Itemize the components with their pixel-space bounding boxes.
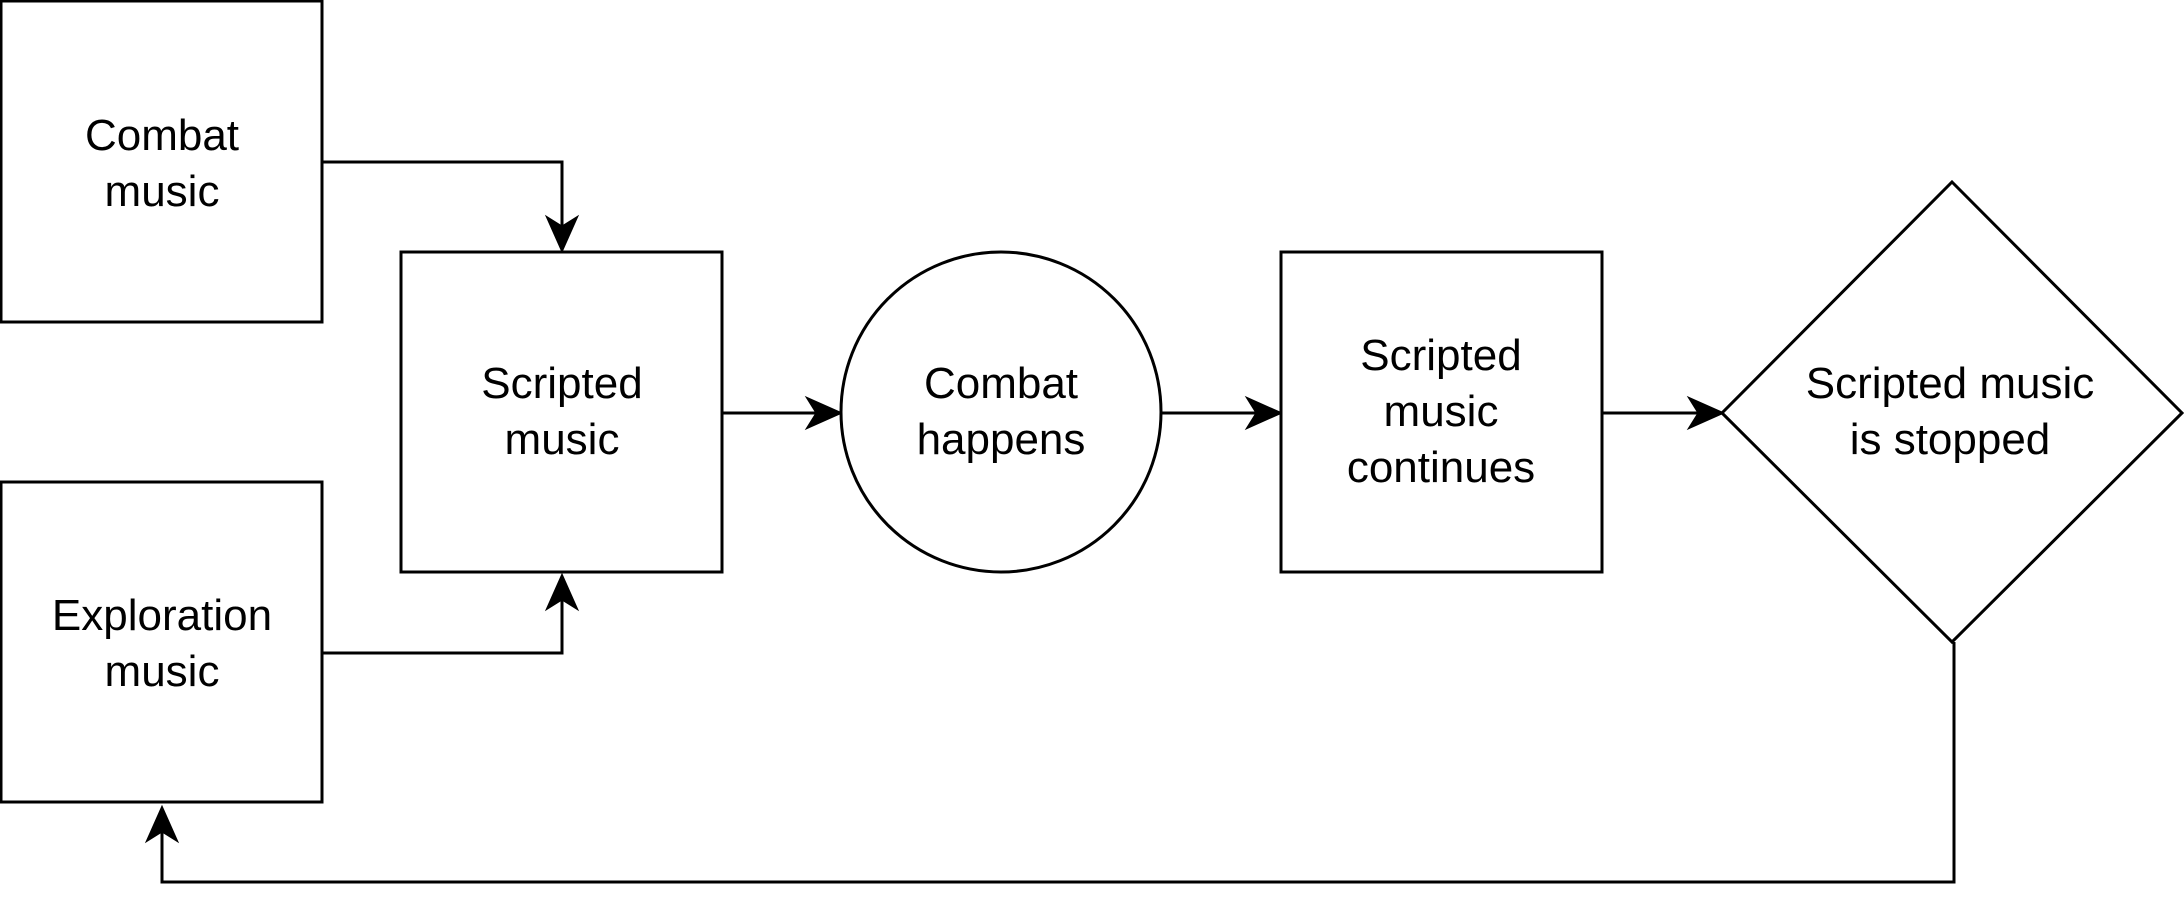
node-scripted-music-stopped: Scripted music is stopped	[1719, 179, 2184, 645]
node-exploration-music-line2: music	[105, 647, 220, 696]
arrowhead-combat-to-scripted	[544, 214, 580, 254]
arrowhead-stopped-to-exploration	[144, 804, 180, 844]
arrowhead-exploration-to-scripted	[544, 572, 580, 612]
node-combat-music: Combat music	[0, 0, 324, 324]
edge-combat-to-scripted	[322, 160, 564, 236]
node-combat-happens: Combat happens	[839, 250, 1163, 574]
node-combat-happens-line1: Combat	[924, 359, 1078, 408]
arrowhead-scripted-to-combat-happens	[804, 395, 844, 431]
node-scripted-music-line2: music	[505, 415, 620, 464]
node-exploration-music-line1: Exploration	[52, 591, 272, 640]
arrowhead-continues-to-stopped	[1686, 395, 1726, 431]
edge-exploration-to-scripted	[322, 590, 564, 655]
edge-stopped-to-exploration	[160, 642, 1956, 884]
node-scripted-music-line1: Scripted	[481, 359, 642, 408]
node-scripted-continues-line2: music	[1384, 387, 1499, 436]
node-combat-music-line2: music	[105, 167, 220, 216]
arrowhead-combat-happens-to-continues	[1244, 395, 1284, 431]
node-scripted-stopped-line2: is stopped	[1850, 415, 2051, 464]
node-scripted-music: Scripted music	[399, 250, 724, 574]
node-scripted-stopped-line1: Scripted music	[1806, 359, 2095, 408]
node-scripted-continues-line3: continues	[1347, 443, 1535, 492]
node-combat-music-line1: Combat	[85, 111, 239, 160]
node-scripted-continues-line1: Scripted	[1360, 331, 1521, 380]
node-scripted-music-continues: Scripted music continues	[1279, 250, 1604, 574]
node-exploration-music: Exploration music	[0, 480, 324, 804]
node-combat-happens-line2: happens	[917, 415, 1086, 464]
